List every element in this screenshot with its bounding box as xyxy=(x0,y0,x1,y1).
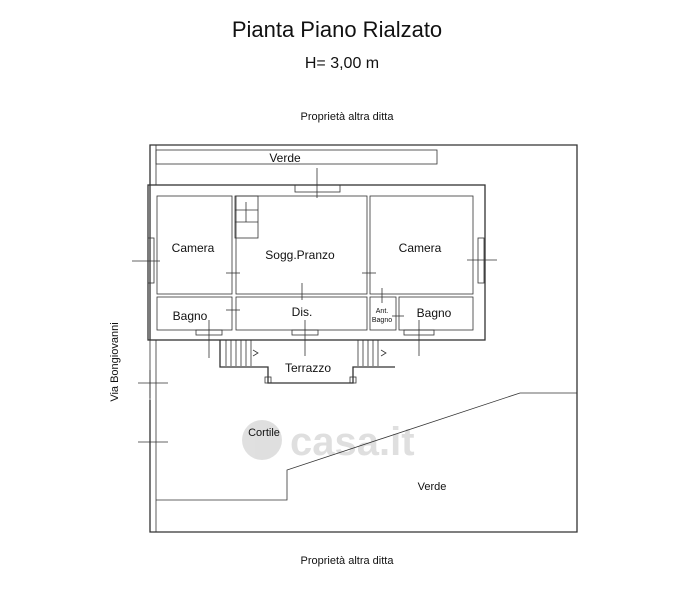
building-walls xyxy=(132,168,497,358)
watermark: casa.it xyxy=(242,420,415,464)
area-verde-bottom: Verde xyxy=(418,481,447,493)
boundary-bottom-label: Proprietà altra ditta xyxy=(301,555,395,567)
height-label: H= 3,00 m xyxy=(305,55,379,72)
boundary-top-label: Proprietà altra ditta xyxy=(301,111,395,123)
room-bagno-right: Bagno xyxy=(417,306,452,320)
room-bagno-left: Bagno xyxy=(173,309,208,323)
room-camera-left: Camera xyxy=(172,241,215,255)
svg-text:casa.it: casa.it xyxy=(290,420,415,464)
stairs-left xyxy=(225,340,259,366)
room-soggiorno: Sogg.Pranzo xyxy=(265,248,335,262)
room-camera-right: Camera xyxy=(399,241,442,255)
room-ant-bagno-line1: Ant. xyxy=(376,308,389,315)
room-disimpegno: Dis. xyxy=(292,305,313,319)
room-terrazzo: Terrazzo xyxy=(285,361,331,375)
street-label: Via Bongiovanni xyxy=(109,322,121,401)
terrace xyxy=(219,340,395,384)
stairs-right xyxy=(357,340,387,366)
area-cortile: Cortile xyxy=(248,427,280,439)
room-verde-top: Verde xyxy=(269,151,301,165)
lot-boundary xyxy=(138,144,578,533)
room-ant-bagno-line2: Bagno xyxy=(372,317,392,324)
plan-title: Pianta Piano Rialzato xyxy=(232,17,442,42)
